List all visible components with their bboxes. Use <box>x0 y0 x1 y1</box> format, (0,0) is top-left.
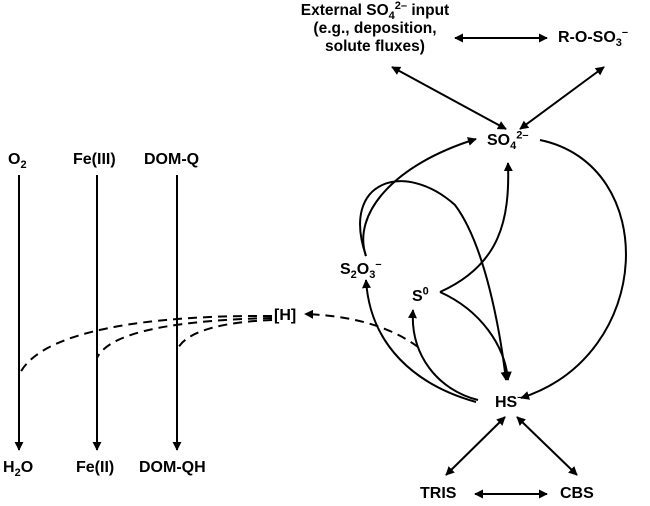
dashed-sulfide-to-h <box>304 309 419 348</box>
arrow-external-sulfate <box>391 66 507 130</box>
dashed-h-to-domq <box>176 319 273 351</box>
reducing-equivalents-label: [H] <box>274 307 297 324</box>
thiosulfate-label: S2O3– <box>340 258 382 282</box>
sulfide-label: HS– <box>495 391 524 411</box>
arrow-sulfur-to-sulfate <box>439 162 513 293</box>
arrow-organic-sulfate <box>519 66 605 130</box>
elemental-sulfur-label: S0 <box>412 285 429 305</box>
arrow-sulfur-to-sulfide <box>439 291 512 381</box>
dashed-h-to-o2 <box>18 314 273 376</box>
arrow-thiosulfate-to-sulfate <box>362 137 477 257</box>
dashed-h-to-fe3 <box>96 317 273 359</box>
organic-sulfate-label: R-O-SO3– <box>558 26 629 50</box>
arrow-thiosulfate-to-sulfide <box>359 180 510 381</box>
tris-label: TRIS <box>420 485 457 502</box>
o2-label: O2 <box>8 151 27 172</box>
arrow-sulfide-to-thiosulfate <box>362 279 477 403</box>
domq-label: DOM-Q <box>144 151 200 168</box>
arrow-sulfide-cbs <box>516 416 578 476</box>
arrow-sulfide-to-sulfur <box>407 309 479 401</box>
cbs-label: CBS <box>560 485 594 502</box>
sulfate-label: SO42– <box>487 129 529 153</box>
fe3-label: Fe(III) <box>73 151 116 168</box>
h2o-label: H2O <box>3 459 34 480</box>
arrow-sulfide-tris <box>445 416 506 476</box>
domqh-label: DOM-QH <box>139 459 206 476</box>
arrow-sulfate-to-sulfide <box>520 139 627 400</box>
external-sulfate-input-label: External SO42– input (e.g., deposition, … <box>300 0 450 55</box>
fe2-label: Fe(II) <box>76 459 115 476</box>
